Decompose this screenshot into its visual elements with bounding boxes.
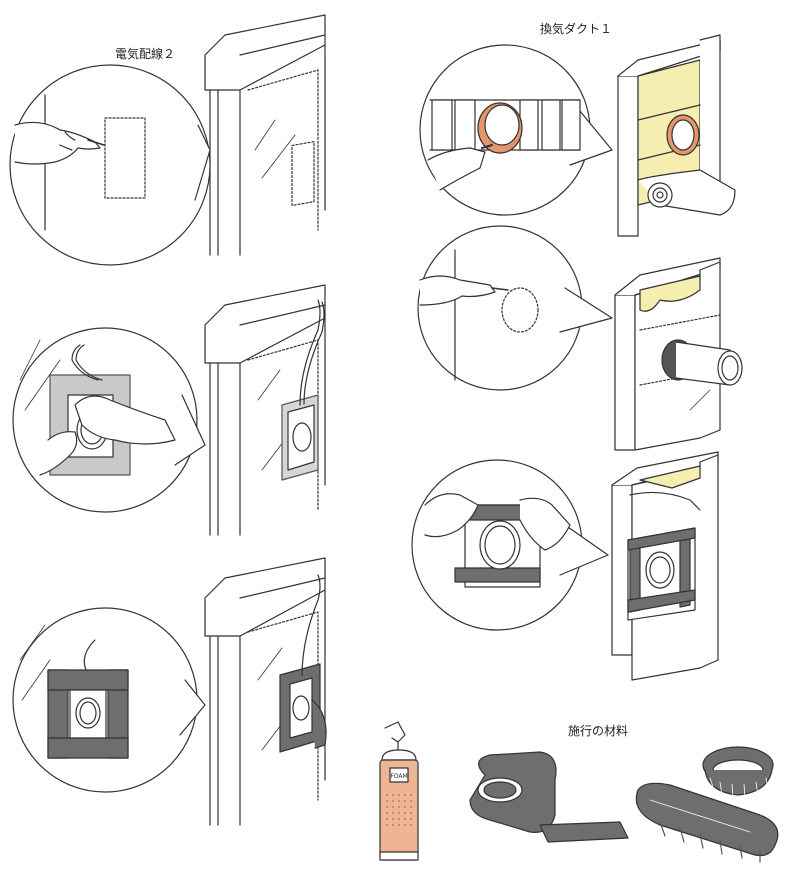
electrical-step1-window xyxy=(204,14,326,256)
tape-roll xyxy=(469,751,629,843)
gasket-strip xyxy=(635,782,779,863)
electrical-step2-window xyxy=(204,284,326,536)
duct-section-title: 換気ダクト１ xyxy=(540,22,613,36)
duct-step2-callout xyxy=(417,225,613,391)
duct-step1-wall xyxy=(617,34,736,237)
duct-step2-wall xyxy=(614,257,743,451)
electrical-section-title: 電気配線２ xyxy=(115,47,176,61)
electrical-step3-window xyxy=(204,557,327,826)
electrical-step1-callout xyxy=(9,64,211,266)
duct-step3-wall xyxy=(611,451,719,681)
duct-step1-callout xyxy=(419,44,613,216)
materials-section-title: 施行の材料 xyxy=(568,724,629,738)
electrical-step2-callout xyxy=(12,327,206,513)
duct-step3-callout xyxy=(411,459,609,631)
gasket-ring xyxy=(702,746,774,799)
foam-can-label: FOAM xyxy=(390,773,407,780)
electrical-step3-callout xyxy=(12,607,206,793)
foam-spray-can: FOAM xyxy=(379,721,419,861)
